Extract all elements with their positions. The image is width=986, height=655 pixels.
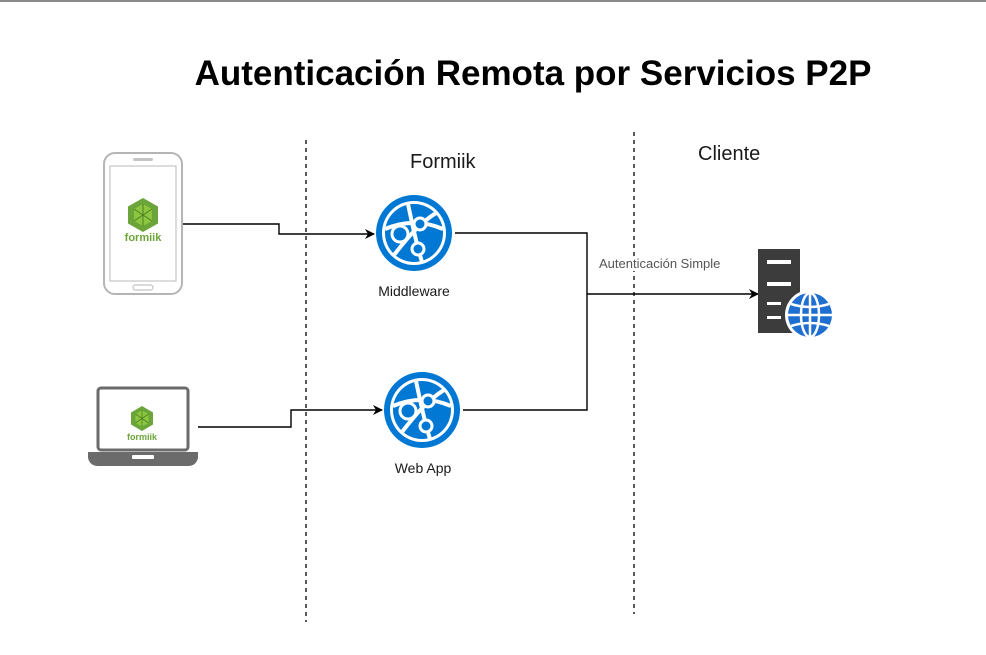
zone-label-formiik: Formiik [410,151,476,173]
mobile-brand-text: formiik [118,232,168,244]
mobile-brand-label: formiik [124,232,162,244]
edge-label-autenticacion-simple: Autenticación Simple [599,256,721,271]
webapp-label: Web App [394,460,452,476]
smartphone-icon [103,152,183,295]
globe-icon [785,290,835,340]
middleware-globe-icon [376,195,452,271]
diagram-title: Autenticación Remota por Servicios P2P [194,54,872,93]
edge-services-merge [455,232,588,411]
edge-laptop-to-webapp [198,405,383,428]
formiik-logo-icon [131,406,153,431]
middleware-label: Middleware [378,283,450,299]
edge-mobile-to-middleware [183,223,375,239]
laptop-icon [88,386,198,466]
top-border [0,0,986,2]
laptop-brand-label: formiik [126,432,157,442]
zone-label-cliente: Cliente [698,143,761,165]
web-server-icon [758,249,835,340]
formiik-logo-icon [128,198,158,232]
laptop-brand-text: formiik [117,432,167,442]
webapp-globe-icon [384,372,460,448]
